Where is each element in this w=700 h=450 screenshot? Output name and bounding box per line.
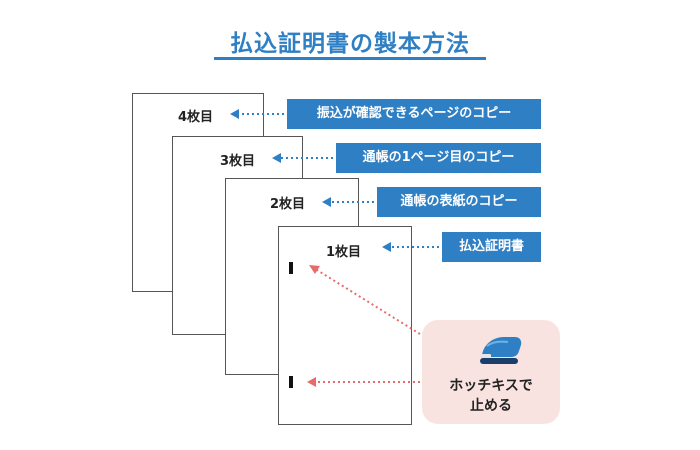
tag-passbook-first-page-copy: 通帳の1ページ目のコピー [336,143,541,173]
title-underline [214,57,486,60]
staple-mark-top [289,262,293,274]
page-title: 払込証明書の製本方法 [230,31,470,57]
tag-payment-certificate: 払込証明書 [442,232,541,262]
stapler-icon [480,337,522,364]
tag-transfer-page-copy: 振込が確認できるページのコピー [287,99,541,129]
sheet-1 [278,226,412,425]
sheet-2-label: 2枚目 [270,197,306,212]
staple-note-box [422,320,560,424]
sheet-4-label: 4枚目 [178,110,214,125]
staple-mark-bottom [289,376,293,388]
staple-note-line-2: 止める [470,398,512,414]
sheet-1-label: 1枚目 [326,245,362,260]
tag-passbook-cover-copy: 通帳の表紙のコピー [377,187,541,217]
staple-note-line-1: ホッチキスで [449,378,533,394]
sheet-3-label: 3枚目 [220,154,256,169]
staple-note-text: ホッチキスで 止める [422,376,560,416]
red-staple-arrows [307,265,421,387]
blue-pointer-arrows [230,109,439,252]
